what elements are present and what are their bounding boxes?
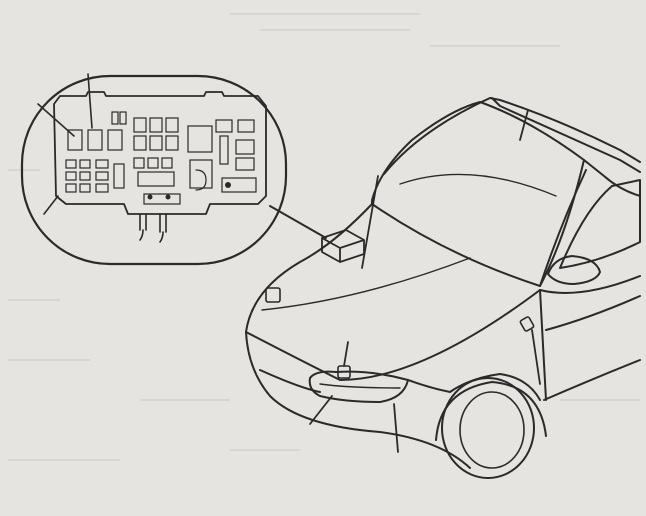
relay-box-housing bbox=[53, 91, 267, 215]
front-wheel-arch bbox=[435, 381, 547, 441]
engine-relay-box bbox=[321, 229, 365, 263]
windshield bbox=[371, 101, 585, 287]
relay-pin bbox=[225, 182, 231, 188]
car-illustration bbox=[245, 97, 641, 479]
headlight bbox=[308, 370, 409, 403]
bleed-through-texture bbox=[8, 13, 640, 461]
relay-slots bbox=[65, 111, 257, 205]
relay-pin bbox=[165, 194, 171, 200]
hood bbox=[245, 203, 373, 333]
front-wheel bbox=[441, 377, 535, 479]
side-marker-light bbox=[519, 316, 535, 332]
inset-oval-frame bbox=[20, 74, 288, 266]
relay-pin bbox=[147, 194, 153, 200]
front-emblem bbox=[265, 287, 281, 303]
inset-leader-lines bbox=[37, 73, 93, 215]
relay-box-wires bbox=[139, 213, 167, 243]
front-bumper bbox=[245, 331, 471, 469]
relay-detail bbox=[195, 169, 207, 191]
relay-box-inset bbox=[20, 73, 288, 266]
side-mirror bbox=[547, 255, 601, 285]
car-roof bbox=[383, 97, 641, 175]
side-window bbox=[559, 179, 641, 269]
car-leader-lines bbox=[309, 109, 541, 453]
inset-callout-connector bbox=[269, 205, 327, 239]
